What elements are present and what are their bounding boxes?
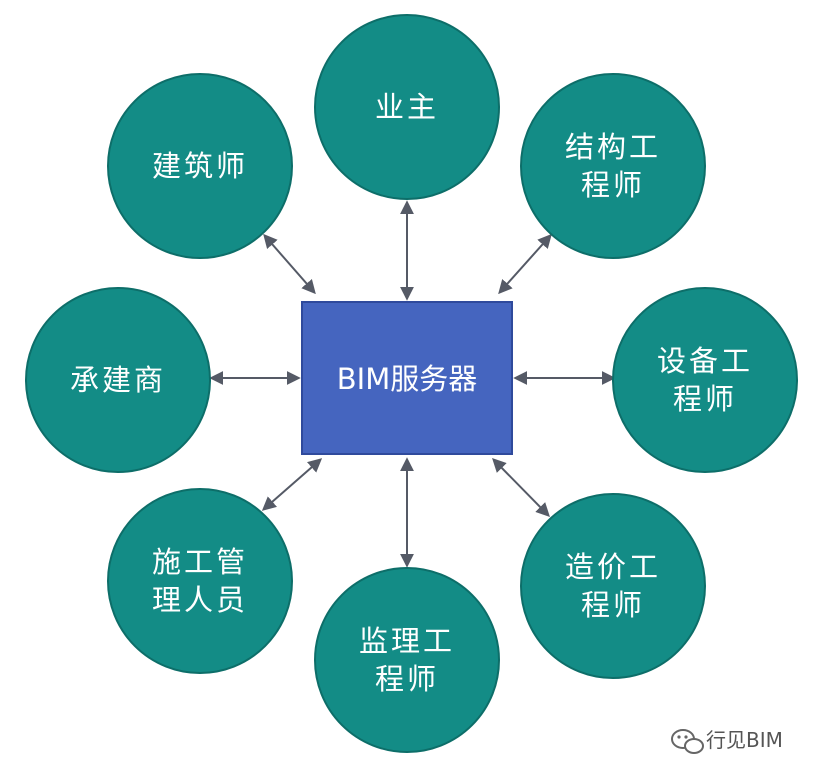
node-label-supervision-engineer-1: 程师	[375, 662, 439, 696]
node-contractor: 承建商	[25, 287, 211, 473]
node-label-cost-engineer-0: 造价工	[565, 550, 661, 584]
node-label-contractor-0: 承建商	[70, 363, 166, 397]
node-circle-architect	[107, 73, 293, 259]
node-label-architect-0: 建筑师	[152, 149, 248, 183]
node-owner: 业主	[314, 14, 500, 200]
wechat-icon	[671, 729, 704, 754]
node-circle-construction-manager	[107, 488, 293, 674]
node-label-structural-engineer-1: 程师	[581, 168, 645, 202]
watermark: 行见BIM	[671, 728, 783, 754]
watermark-text: 行见BIM	[706, 728, 783, 752]
connector-structural-engineer	[498, 233, 552, 295]
node-label-equipment-engineer-1: 程师	[673, 382, 737, 416]
node-circle-structural-engineer	[520, 73, 706, 259]
node-architect: 建筑师	[107, 73, 293, 259]
node-label-equipment-engineer-0: 设备工	[657, 344, 753, 378]
node-circle-contractor	[25, 287, 211, 473]
connector-cost-engineer	[492, 458, 550, 517]
node-label-structural-engineer-0: 结构工	[565, 130, 661, 164]
node-circle-supervision-engineer	[314, 567, 500, 753]
connector-construction-manager	[261, 458, 323, 511]
connector-architect	[263, 233, 316, 295]
node-label-construction-manager-1: 理人员	[152, 583, 248, 617]
bim-server-label: BIM服务器	[337, 362, 477, 396]
node-label-supervision-engineer-0: 监理工	[359, 624, 455, 658]
node-label-owner-0: 业主	[375, 90, 439, 124]
node-circle-cost-engineer	[520, 493, 706, 679]
node-circle-owner	[314, 14, 500, 200]
node-label-cost-engineer-1: 程师	[581, 588, 645, 622]
node-circle-equipment-engineer	[612, 287, 798, 473]
connectors	[209, 200, 616, 568]
bim-server-node: BIM服务器	[301, 301, 513, 455]
node-label-construction-manager-0: 施工管	[152, 545, 248, 579]
